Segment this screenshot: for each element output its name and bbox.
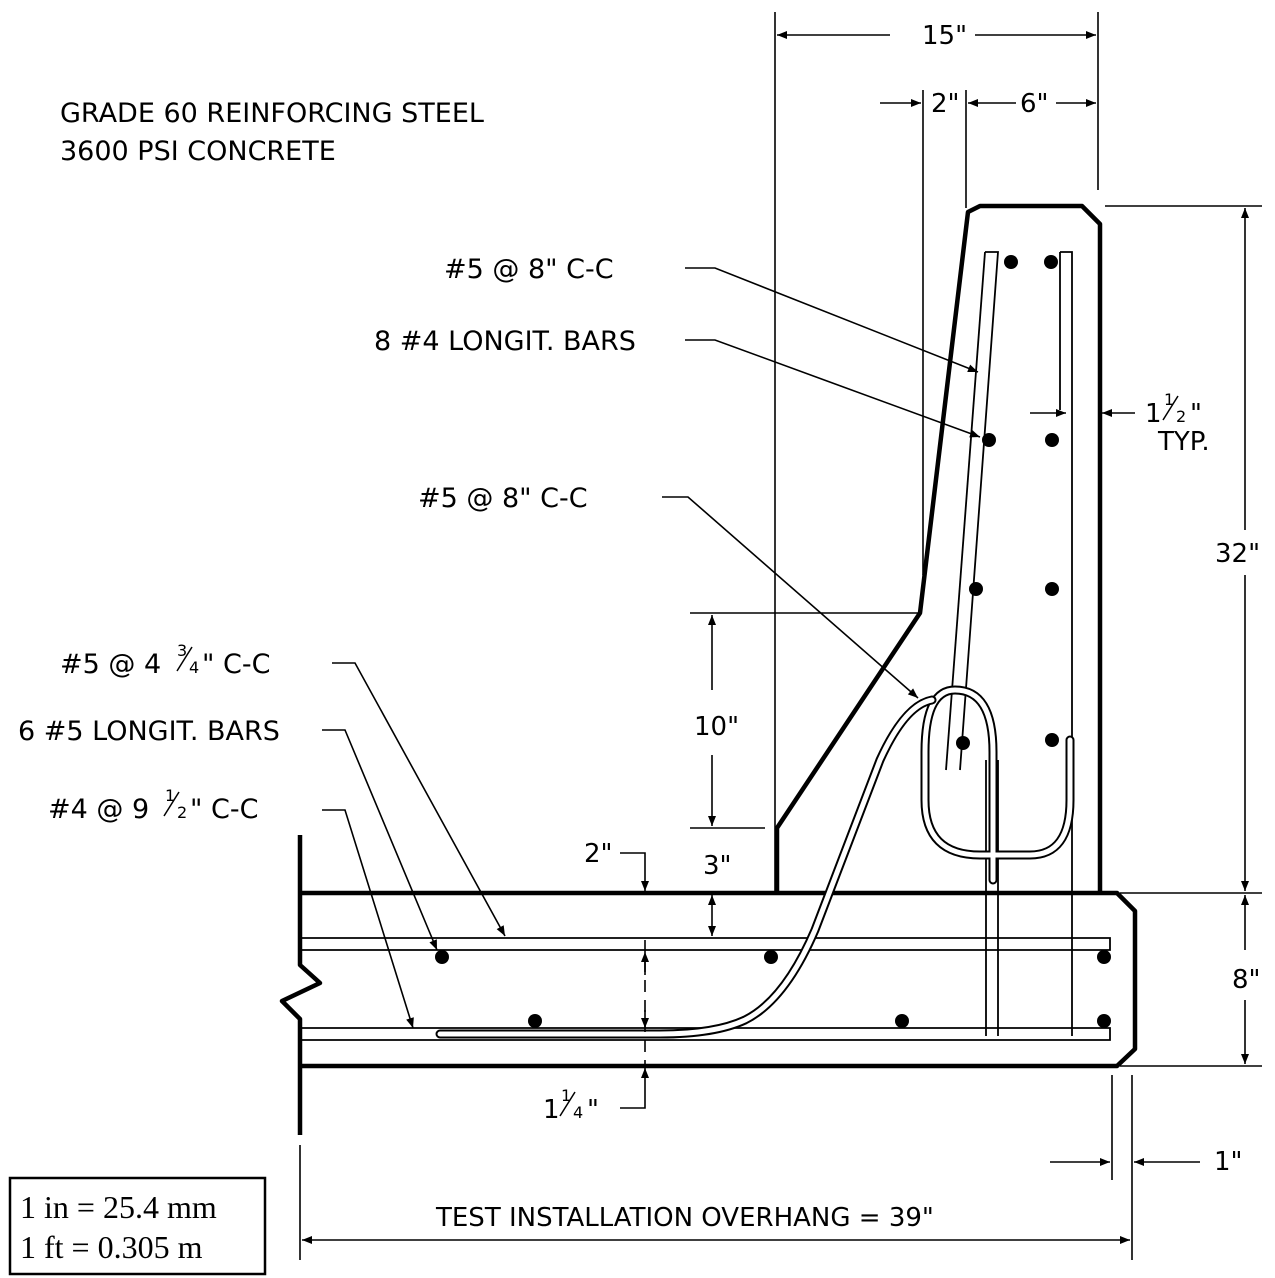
label-deck-top-transverse: #5 @ 4 3 4 " C-C — [60, 641, 270, 680]
conversion-inch: 1 in = 25.4 mm — [20, 1189, 217, 1225]
dim-overhang: TEST INSTALLATION OVERHANG = 39" — [435, 1203, 934, 1233]
label-stirrup-upper: #5 @ 8" C-C — [444, 254, 614, 285]
svg-text:1: 1 — [543, 1095, 560, 1125]
svg-text:#5 @ 4: #5 @ 4 — [60, 649, 161, 680]
label-barrier-longit: 8 #4 LONGIT. BARS — [374, 326, 636, 357]
svg-text:4: 4 — [189, 658, 199, 677]
svg-text:1: 1 — [1145, 399, 1162, 429]
dim-top-width: 15" — [922, 21, 967, 51]
dimension-lines — [299, 12, 1262, 1260]
conversion-foot: 1 ft = 0.305 m — [20, 1229, 203, 1265]
svg-text:": " — [587, 1095, 599, 1125]
dim-inner-offset: 2" — [931, 89, 960, 119]
unit-conversion-box: 1 in = 25.4 mm 1 ft = 0.305 m — [8, 1176, 267, 1276]
dim-bottom-cover: 1 1 4 " — [543, 1086, 599, 1125]
dim-deck-split: 3" — [703, 851, 732, 881]
svg-text:1: 1 — [165, 786, 175, 805]
svg-text:4: 4 — [573, 1103, 583, 1122]
dim-deck-thickness: 8" — [1232, 965, 1261, 995]
dim-deck-top-cover: 2" — [584, 839, 613, 869]
dim-barrier-height: 32" — [1215, 539, 1260, 569]
label-deck-bottom-transverse: #4 @ 9 1 2 " C-C — [48, 786, 258, 825]
dim-stem-width: 6" — [1020, 89, 1049, 119]
note-steel-grade: GRADE 60 REINFORCING STEEL — [60, 98, 484, 129]
label-deck-longit: 6 #5 LONGIT. BARS — [18, 716, 280, 747]
svg-text:" C-C: " C-C — [190, 794, 258, 825]
label-leaders — [322, 267, 981, 1029]
svg-text:" C-C: " C-C — [202, 649, 270, 680]
dim-cover-typ: 1 1 2 " TYP. — [1145, 390, 1210, 457]
note-concrete-strength: 3600 PSI CONCRETE — [60, 136, 336, 167]
label-stirrup-lower: #5 @ 8" C-C — [418, 483, 588, 514]
svg-text:1: 1 — [1164, 390, 1174, 409]
dim-edge-offset: 1" — [1214, 1147, 1243, 1177]
svg-text:": " — [1190, 399, 1202, 429]
svg-text:#4 @ 9: #4 @ 9 — [48, 794, 149, 825]
svg-text:3: 3 — [177, 641, 187, 660]
svg-text:1: 1 — [561, 1086, 571, 1105]
svg-text:2: 2 — [1176, 407, 1186, 426]
concrete-outline — [279, 203, 1138, 1135]
svg-text:2: 2 — [177, 803, 187, 822]
reinforcement — [300, 251, 1111, 1041]
svg-text:TYP.: TYP. — [1157, 427, 1210, 457]
dim-slope-height: 10" — [694, 712, 739, 742]
